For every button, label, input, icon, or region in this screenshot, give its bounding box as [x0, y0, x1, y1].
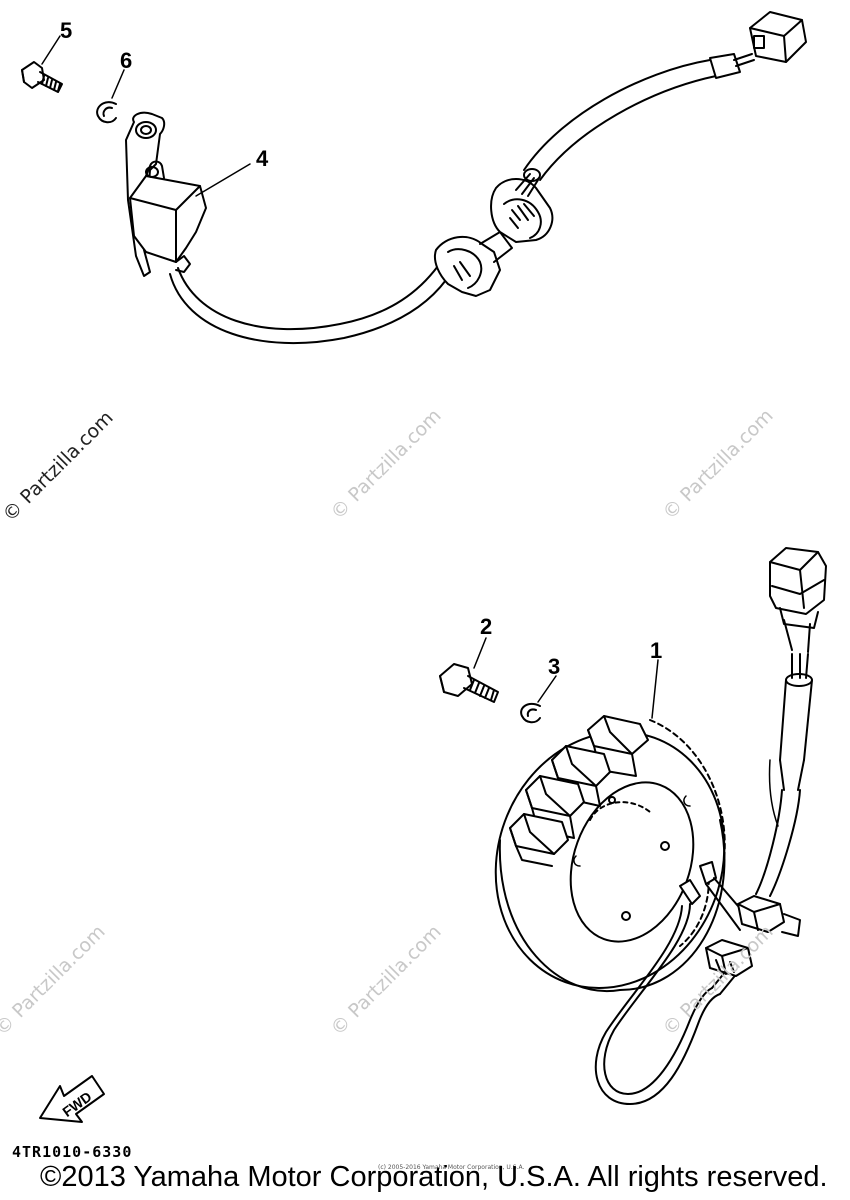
bolt-part-2 — [439, 663, 499, 703]
diagram-part-code: 4TR1010-6330 — [12, 1143, 133, 1161]
leader-line-5 — [41, 35, 61, 65]
leader-line-4 — [195, 163, 251, 197]
pickup-coil-part-4 — [125, 11, 807, 345]
leader-line-2 — [473, 637, 487, 669]
callout-1: 1 — [650, 638, 663, 663]
callout-2: 2 — [480, 614, 493, 639]
callout-3: 3 — [548, 654, 561, 679]
leader-line-3 — [537, 675, 557, 703]
stator-pole-1 — [587, 715, 649, 777]
bolt-part-5 — [21, 61, 63, 93]
callout-5: 5 — [60, 18, 73, 43]
clip-part-3 — [520, 702, 541, 724]
callout-4: 4 — [256, 146, 269, 171]
stator-pole-4 — [509, 813, 569, 867]
leader-line-1 — [651, 659, 659, 719]
copyright-notice: ©2013 Yamaha Motor Corporation, U.S.A. A… — [40, 1161, 828, 1193]
leader-line-6 — [111, 69, 125, 99]
callout-6: 6 — [120, 48, 133, 73]
fwd-arrow-icon: FWD — [39, 1075, 105, 1123]
small-copyright-notice: (c) 2005-2016 Yamaha Motor Corporation, … — [378, 1164, 525, 1171]
clip-part-6 — [96, 101, 117, 124]
stator-part-1 — [494, 547, 827, 1105]
